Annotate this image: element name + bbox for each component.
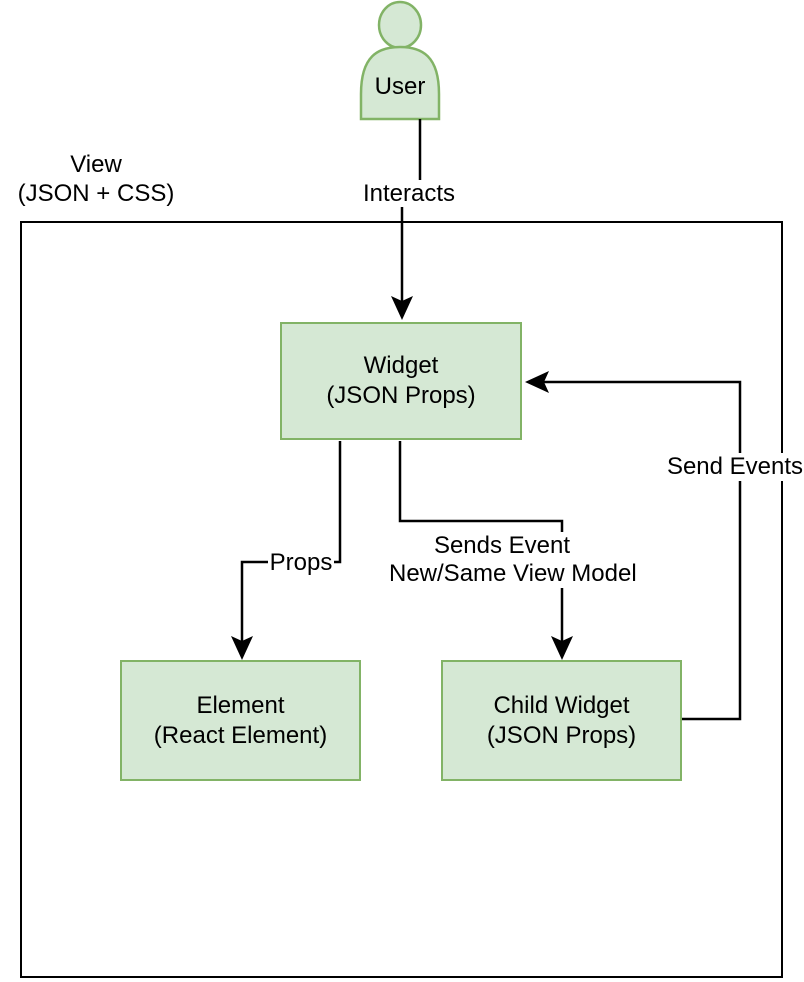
- user-label: User: [374, 73, 426, 100]
- node-widget-subtitle: (JSON Props): [326, 382, 476, 409]
- props-label: Props: [267, 549, 335, 576]
- arrowhead-into-widget-right: [525, 371, 549, 393]
- node-element: Element (React Element): [120, 660, 361, 781]
- view-label-line1: View: [70, 151, 122, 178]
- send-events-label: Send Events: [664, 453, 804, 481]
- sends-event-label-line1: Sends Event: [431, 532, 573, 560]
- user-icon: [359, 0, 441, 121]
- node-child-widget-subtitle: (JSON Props): [486, 721, 637, 749]
- node-widget-title: Widget: [363, 352, 439, 379]
- props-connector: [240, 441, 342, 641]
- arrowhead-into-widget-top: [391, 296, 413, 320]
- node-element-title: Element: [196, 691, 285, 719]
- node-child-widget-title: Child Widget: [493, 691, 630, 719]
- node-child-widget: Child Widget (JSON Props): [441, 660, 682, 781]
- sends-event-label-line2: New/Same View Model: [387, 560, 639, 588]
- node-element-subtitle: (React Element): [153, 721, 328, 749]
- send-events-connector: [544, 380, 742, 721]
- node-widget: Widget (JSON Props): [280, 322, 522, 440]
- sends-event-label: Sends Event New/Same View Model: [387, 532, 639, 588]
- view-container-label: View (JSON + CSS): [6, 150, 186, 208]
- view-label-line2: (JSON + CSS): [17, 180, 175, 207]
- arrowhead-into-element: [231, 636, 253, 660]
- interacts-label: Interacts: [360, 180, 458, 207]
- arrowhead-into-child-widget: [551, 636, 573, 660]
